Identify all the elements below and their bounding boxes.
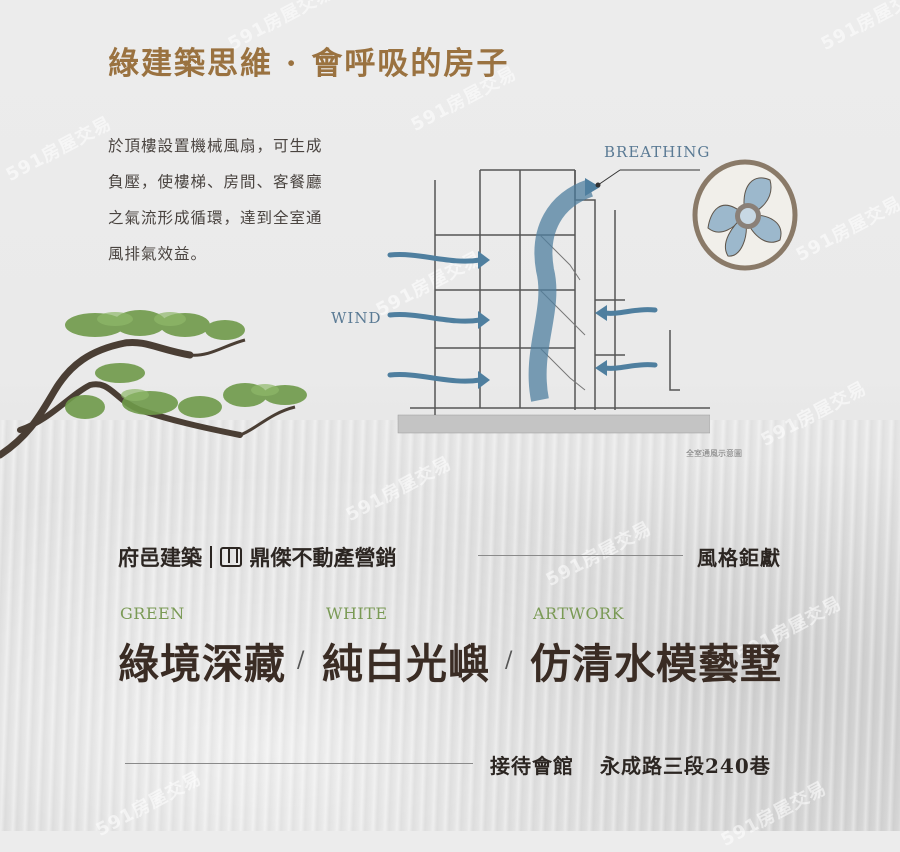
watermark: 591房屋交易 [92, 767, 206, 841]
reception-address: 接待會館 永成路三段240巷 [490, 750, 771, 779]
page-title: 綠建築思維 · 會呼吸的房子 [108, 46, 510, 82]
marketer-logo-icon [219, 547, 242, 567]
watermark: 591房屋交易 [342, 452, 456, 526]
description-line: 負壓，使樓梯、房間、客餐廳 [108, 173, 323, 191]
breathing-label: BREATHING [604, 143, 711, 161]
description-line: 風排氣效益。 [108, 245, 208, 263]
divider-line [478, 555, 683, 556]
address: 永成路三段240巷 [600, 754, 771, 778]
feature-zh-artwork: 仿清水模藝墅 [530, 640, 782, 688]
marketer-name: 鼎傑不動產營銷 [249, 546, 397, 570]
wind-label: WIND [331, 309, 382, 327]
divider [210, 546, 212, 568]
tagline: 風格鉅獻 [697, 546, 781, 570]
fan-icon [692, 159, 798, 271]
feature-separator: / [505, 648, 513, 673]
watermark: 591房屋交易 [2, 112, 116, 186]
brand-row: 府邑建築 鼎傑不動產營銷 [118, 542, 397, 572]
feature-zh-green: 綠境深藏 [118, 640, 286, 688]
feature-zh-white: 純白光嶼 [322, 640, 490, 688]
reception-label: 接待會館 [490, 754, 574, 778]
ventilation-diagram [387, 169, 710, 434]
developer-name: 府邑建築 [118, 546, 202, 570]
pine-tree-illustration [0, 310, 307, 459]
description-line: 之氣流形成循環，達到全室通 [108, 209, 323, 227]
watermark: 591房屋交易 [792, 192, 900, 266]
feature-separator: / [297, 648, 305, 673]
description: 於頂樓設置機械風扇，可生成 負壓，使樓梯、房間、客餐廳 之氣流形成循環，達到全室… [108, 128, 358, 272]
divider-line [125, 763, 473, 764]
watermark: 591房屋交易 [717, 777, 831, 851]
watermark: 591房屋交易 [817, 0, 900, 55]
feature-en-white: WHITE [326, 604, 388, 623]
watermark: 591房屋交易 [757, 377, 871, 451]
feature-en-artwork: ARTWORK [533, 604, 625, 623]
description-line: 於頂樓設置機械風扇，可生成 [108, 137, 323, 155]
diagram-caption: 全室通風示意圖 [686, 449, 742, 458]
feature-en-green: GREEN [120, 604, 185, 623]
watermark: 591房屋交易 [542, 517, 656, 591]
